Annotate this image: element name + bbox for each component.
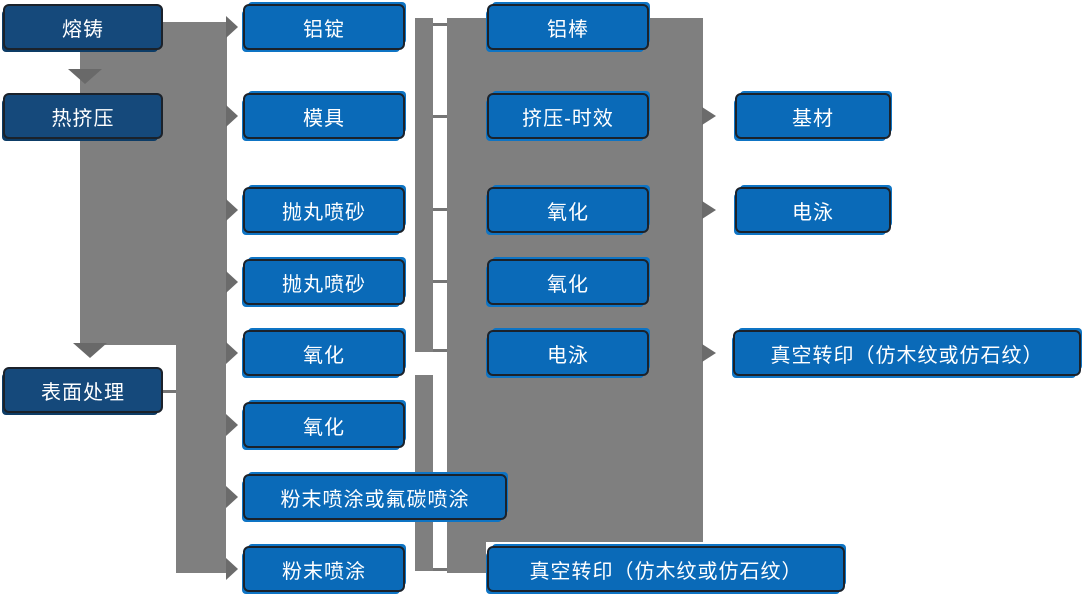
node-mold: 模具 [243,93,405,139]
node-powder-or-fluorocarbon-coating: 粉末喷涂或氟碳喷涂 [243,474,507,520]
node-shot-blasting-1: 抛丸喷砂 [243,187,405,233]
connector-bar-middle-lower [415,375,433,571]
arrow-right-to-aluminum-ingot-icon [226,16,238,38]
arrow-right-to-powder-coating-icon [226,558,238,580]
arrow-right-to-oxidation-2-icon [226,414,238,436]
node-melting-casting: 熔铸 [3,4,163,50]
arrow-right-to-mold-icon [226,105,238,127]
connector-block-right-foot [447,542,486,573]
stub-line-row5 [433,349,447,352]
connector-band-left-main [80,22,227,345]
node-oxidation-3: 氧化 [487,187,649,233]
arrow-right-to-shot-blasting-1-icon [226,199,238,221]
arrow-right-to-powder-fluoro-icon [226,486,238,508]
node-electrophoresis-1: 电泳 [487,330,649,376]
node-oxidation-1: 氧化 [243,330,405,376]
stub-line-row1 [433,23,447,26]
connector-bar-middle-upper [415,18,433,352]
node-base-material: 基材 [735,93,891,139]
stub-line-row4 [433,280,447,283]
node-powder-coating: 粉末喷涂 [243,546,405,592]
arrow-down-to-surface-treatment-icon [73,343,107,358]
node-hot-extrusion: 热挤压 [3,93,163,139]
connector-band-left-lower [176,345,226,573]
node-extrusion-aging: 挤压-时效 [487,93,649,139]
arrow-down-to-hot-extrusion-icon [68,69,102,84]
arrow-right-to-oxidation-1-icon [226,342,238,364]
arrow-right-to-vacuum-transfer-icon [702,344,716,362]
stub-line-row3 [433,208,447,211]
node-aluminum-ingot: 铝锭 [243,4,405,50]
stub-line-row8 [433,568,447,571]
node-electrophoresis-2: 电泳 [735,187,891,233]
node-oxidation-4: 氧化 [487,259,649,305]
stub-line-row2 [433,115,447,118]
arrow-right-to-electrophoresis-icon [702,201,716,219]
node-shot-blasting-2: 抛丸喷砂 [243,259,405,305]
stub-line-surface-treatment [163,390,176,393]
node-surface-treatment: 表面处理 [3,367,163,413]
arrow-right-to-base-material-icon [702,107,716,125]
node-vacuum-transfer-1: 真空转印（仿木纹或仿石纹） [487,546,845,592]
node-aluminum-rod: 铝棒 [487,4,649,50]
node-oxidation-2: 氧化 [243,402,405,448]
node-vacuum-transfer-2: 真空转印（仿木纹或仿石纹） [733,330,1081,376]
arrow-right-to-shot-blasting-2-icon [226,271,238,293]
